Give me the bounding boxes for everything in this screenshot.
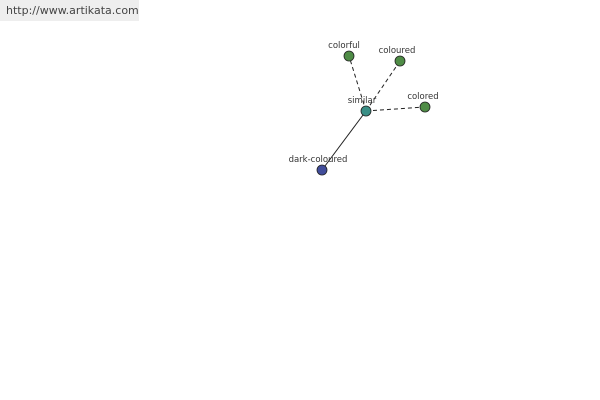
node-colored[interactable]: colored (407, 92, 439, 113)
node-dark-coloured[interactable]: dark-coloured (289, 155, 348, 176)
node-label-colorful[interactable]: colorful (328, 41, 360, 51)
node-coloured[interactable]: coloured (379, 46, 416, 67)
node-label-dark-coloured[interactable]: dark-coloured (289, 155, 348, 165)
node-colorful[interactable]: colorful (328, 41, 360, 62)
edges-layer (321, 55, 426, 171)
node-circle-colorful[interactable] (343, 50, 355, 62)
node-similar[interactable]: similar (348, 96, 377, 117)
edge-similar-coloured (365, 60, 401, 112)
edge-similar-colored (365, 106, 426, 112)
node-circle-similar[interactable] (360, 105, 372, 117)
node-circle-coloured[interactable] (394, 55, 406, 67)
node-label-similar[interactable]: similar (348, 96, 377, 106)
artikata-url-link[interactable]: http://www.artikata.com (0, 0, 139, 21)
node-circle-colored[interactable] (419, 101, 431, 113)
node-circle-dark-coloured[interactable] (316, 164, 328, 176)
edge-similar-colorful (348, 55, 367, 112)
edge-similar-dark-coloured (321, 110, 367, 171)
node-label-colored[interactable]: colored (407, 92, 438, 102)
node-label-coloured[interactable]: coloured (379, 46, 416, 56)
nodes-layer: similar colorful coloured colored dark-colou… (289, 41, 439, 176)
